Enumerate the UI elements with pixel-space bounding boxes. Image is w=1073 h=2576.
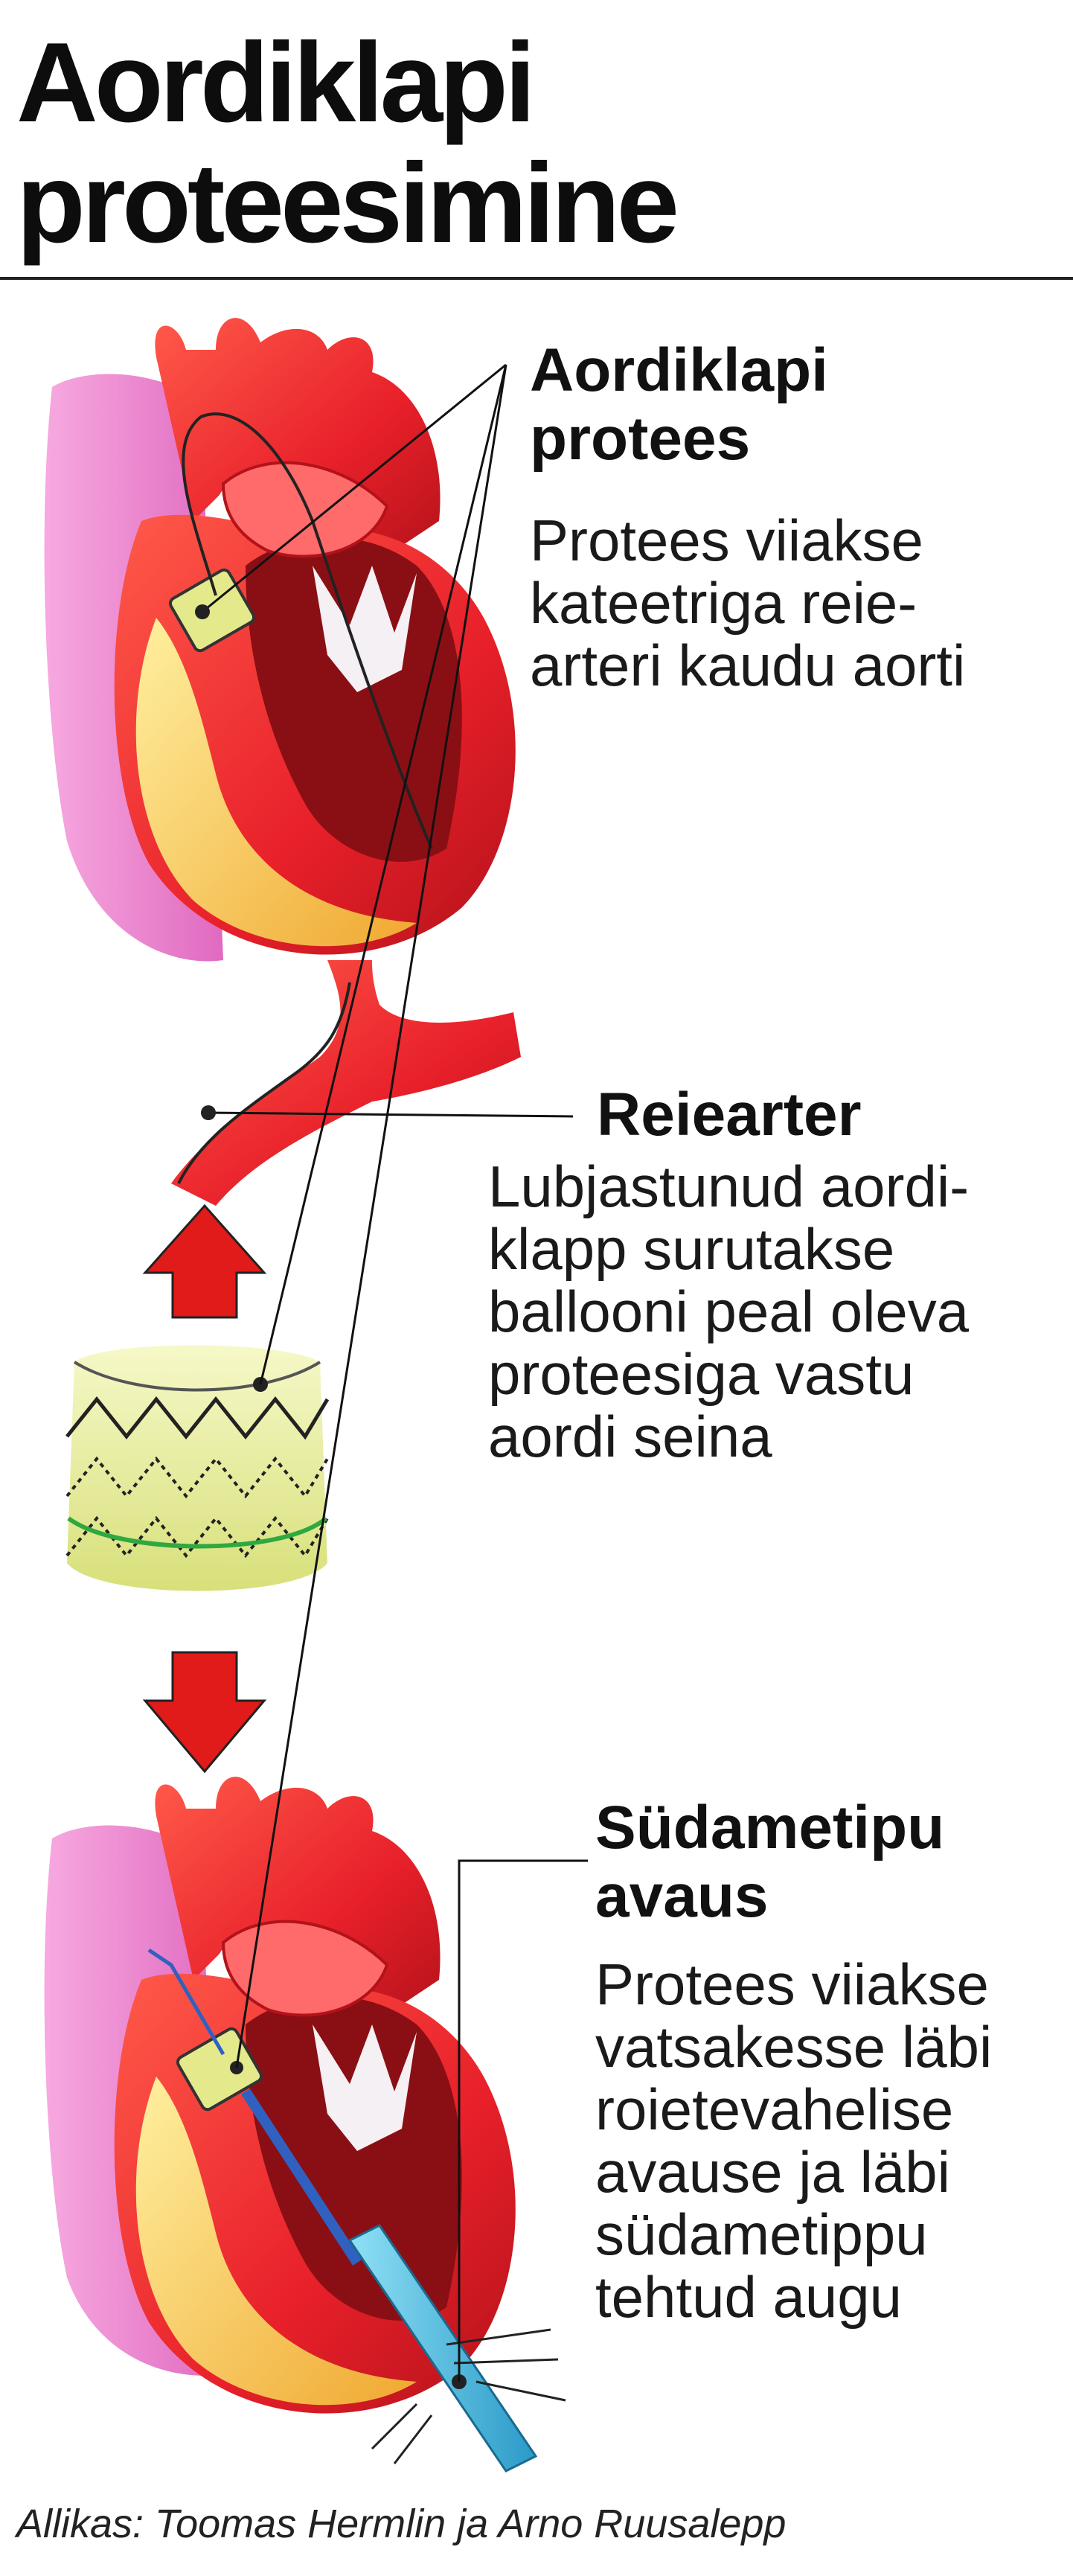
descending-aorta: [171, 960, 521, 1206]
callout-prosthesis: Aordiklapi protees Protees viiakse katee…: [530, 336, 1066, 697]
callout-prosthesis-text: Protees viiakse kateetriga reie- arteri …: [530, 508, 966, 698]
callout-prosthesis-heading: Aordiklapi protees: [530, 336, 828, 473]
prosthesis-in-heart-top: [168, 568, 256, 653]
callout-apex-opening: Südametipu avaus Protees viiakse vatsake…: [595, 1794, 1069, 2328]
leader-lines: [202, 363, 588, 2382]
femoral-pointer-dot: [201, 1105, 216, 1120]
page-title: Aordiklapi proteesimine: [16, 22, 1058, 263]
sheath-catheter: [347, 2224, 538, 2473]
arrow-down: [142, 1651, 267, 1774]
source-credit: Allikas: Toomas Hermlin ja Arno Ruusalep…: [16, 2502, 787, 2546]
callout-apex-heading: Südametipu avaus: [595, 1794, 945, 1930]
title-line-1: Aordiklapi: [16, 19, 536, 146]
valve-leaflets-top: [313, 566, 417, 692]
callout-femoral-artery: Reiearter Lubjastunud aordi- klapp surut…: [488, 1081, 1069, 1468]
guidewire-bottom: [147, 1948, 225, 2056]
callout-femoral-heading: Reiearter: [597, 1081, 862, 1148]
title-divider: [0, 277, 1073, 280]
fat-layer-bottom: [135, 2077, 417, 2406]
prosthesis-pointer-dot-top: [195, 604, 210, 619]
callout-femoral-text: Lubjastunud aordi- klapp surutakse ballo…: [488, 1154, 970, 1469]
arrow-up: [142, 1204, 267, 1319]
valve-leaflets-bottom: [313, 2024, 417, 2151]
sutures: [371, 2328, 566, 2464]
fat-layer-top: [135, 618, 417, 947]
femoral-catheter: [177, 982, 351, 1184]
atrium-bottom: [221, 1920, 389, 2017]
title-line-2: proteesimine: [16, 140, 679, 266]
callout-apex-text: Protees viiakse vatsakesse läbi roieteva…: [595, 1952, 993, 2330]
catheter-top: [182, 412, 433, 849]
delivery-system: [241, 2088, 362, 2266]
heart-top: [44, 318, 521, 1206]
valve-prosthesis: [65, 1345, 330, 1591]
atrium-top: [221, 461, 389, 558]
heart-bottom: [44, 1777, 566, 2473]
